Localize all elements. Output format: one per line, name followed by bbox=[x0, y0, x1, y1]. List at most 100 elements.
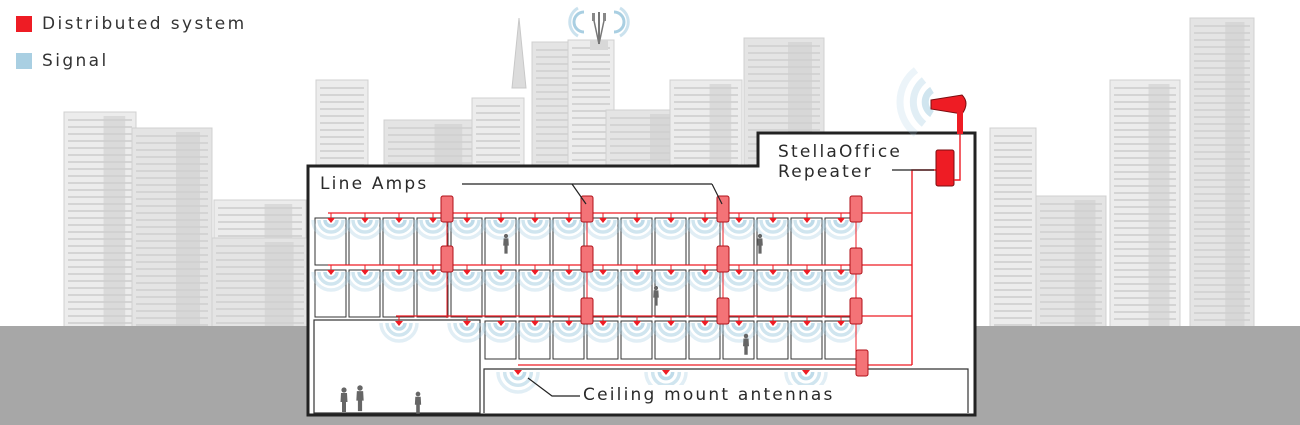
signal-arc bbox=[561, 322, 577, 331]
signal-arc bbox=[583, 322, 623, 343]
person-body bbox=[340, 393, 348, 412]
signal-arc bbox=[725, 219, 753, 234]
signal-arc bbox=[725, 271, 753, 286]
person-head bbox=[357, 385, 363, 391]
antenna bbox=[497, 218, 505, 223]
signal-arc bbox=[589, 271, 617, 286]
signal-arc bbox=[799, 322, 815, 331]
signal-arc bbox=[787, 322, 827, 343]
signal-arc bbox=[453, 219, 481, 234]
signal-arc bbox=[527, 271, 543, 280]
line-amp bbox=[580, 195, 594, 223]
antenna bbox=[662, 370, 670, 375]
signal-arc bbox=[765, 219, 781, 228]
antenna bbox=[497, 270, 505, 275]
signal-arc bbox=[549, 219, 589, 240]
signal-arc bbox=[657, 271, 685, 286]
line-amp bbox=[849, 195, 863, 223]
signal-arc bbox=[345, 271, 385, 292]
signal-arc bbox=[527, 219, 543, 228]
signal-arc bbox=[719, 271, 759, 292]
signal-arc bbox=[311, 271, 351, 292]
signal-arc bbox=[589, 219, 617, 234]
signal-arc bbox=[827, 219, 855, 234]
signal-arc bbox=[459, 219, 475, 228]
antenna bbox=[802, 370, 810, 375]
signal-arc bbox=[731, 219, 747, 228]
antenna bbox=[735, 321, 743, 326]
person-head bbox=[503, 233, 509, 239]
signal-arc bbox=[799, 271, 815, 280]
signal-arc bbox=[317, 271, 345, 286]
antenna bbox=[803, 218, 811, 223]
signal-arc bbox=[719, 322, 759, 343]
ground-floor-space bbox=[483, 368, 969, 413]
person-head bbox=[757, 233, 763, 239]
antenna bbox=[735, 270, 743, 275]
signal-arc bbox=[515, 322, 555, 343]
repeater-unit bbox=[935, 149, 955, 187]
person-icon bbox=[356, 385, 364, 412]
signal-arc bbox=[459, 322, 475, 331]
signal-arc bbox=[731, 271, 747, 280]
signal-arc bbox=[351, 219, 379, 234]
antenna bbox=[735, 218, 743, 223]
signal-arc bbox=[651, 322, 691, 343]
person-body bbox=[356, 391, 364, 412]
antenna bbox=[531, 270, 539, 275]
signal-arc bbox=[685, 271, 725, 292]
signal-arc bbox=[323, 219, 339, 228]
signal-arc bbox=[725, 322, 753, 337]
signal-arc bbox=[663, 219, 679, 228]
antenna bbox=[429, 218, 437, 223]
skyline-building bbox=[989, 127, 1037, 333]
line-amp bbox=[580, 297, 594, 325]
person-head bbox=[341, 387, 347, 393]
legend-label: Distributed system bbox=[42, 14, 247, 34]
signal-arc bbox=[493, 322, 509, 331]
signal-arc bbox=[617, 271, 657, 292]
legend-swatch-blue bbox=[16, 53, 32, 69]
signal-arc bbox=[759, 271, 787, 286]
signal-arc bbox=[623, 219, 651, 234]
antenna bbox=[514, 370, 522, 375]
signal-arc bbox=[391, 219, 407, 228]
signal-arc bbox=[487, 219, 515, 234]
signal-arc bbox=[827, 271, 855, 286]
antenna bbox=[429, 270, 437, 275]
skyline-shade bbox=[103, 116, 126, 332]
antenna bbox=[463, 321, 471, 326]
line-amp bbox=[849, 297, 863, 325]
signal-arc bbox=[487, 322, 515, 337]
signal-arc bbox=[663, 271, 679, 280]
signal-arc bbox=[391, 322, 407, 331]
antenna bbox=[361, 270, 369, 275]
person-body bbox=[653, 290, 659, 306]
signal-arc bbox=[447, 271, 487, 292]
antenna bbox=[463, 270, 471, 275]
antenna bbox=[463, 218, 471, 223]
person-head bbox=[653, 285, 659, 291]
signal-arc bbox=[799, 219, 815, 228]
signal-arc bbox=[561, 219, 577, 228]
signal-arc bbox=[691, 271, 719, 286]
person-head bbox=[415, 391, 421, 397]
antenna bbox=[395, 321, 403, 326]
antenna bbox=[667, 218, 675, 223]
antenna bbox=[803, 321, 811, 326]
antenna bbox=[531, 321, 539, 326]
person-body bbox=[743, 338, 749, 355]
signal-arc bbox=[323, 271, 339, 280]
person-icon bbox=[653, 285, 659, 306]
signal-arc bbox=[379, 322, 419, 343]
signal-arc bbox=[317, 219, 345, 234]
antenna bbox=[633, 270, 641, 275]
line-amp bbox=[716, 195, 730, 223]
antenna bbox=[565, 218, 573, 223]
antenna bbox=[497, 321, 505, 326]
signal-arc bbox=[555, 322, 583, 337]
cell-tower-icon bbox=[568, 6, 630, 45]
signal-arc bbox=[481, 219, 521, 240]
signal-arc bbox=[629, 271, 645, 280]
person-icon bbox=[414, 391, 422, 414]
